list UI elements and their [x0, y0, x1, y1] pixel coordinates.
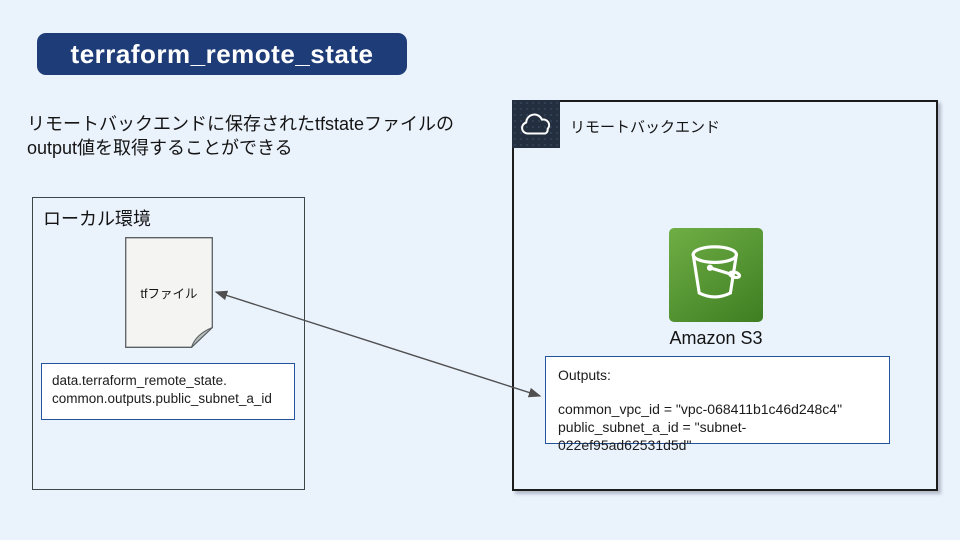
page-title: terraform_remote_state: [70, 38, 374, 69]
outputs-box: Outputs: common_vpc_id = "vpc-068411b1c4…: [545, 356, 890, 453]
title-banner: terraform_remote_state: [37, 33, 407, 75]
local-code-box: data.terraform_remote_state. common.outp…: [41, 363, 295, 420]
description-line: リモートバックエンドに保存されたtfstateファイルの: [27, 114, 455, 134]
document-icon: [125, 237, 213, 348]
tf-file-label: tfファイル: [140, 287, 198, 301]
description-line: output値を取得することができる: [27, 138, 293, 158]
output-line: common_vpc_id = "vpc-068411b1c46d248c4": [558, 401, 843, 417]
s3-bucket-icon: [669, 228, 763, 322]
remote-backend-label: リモートバックエンド: [570, 119, 721, 136]
code-line: data.terraform_remote_state.: [52, 373, 227, 388]
tf-file-document-icon: tfファイル: [125, 237, 213, 348]
remote-backend-box: リモートバックエンド Amazon S3 Outputs: common_vpc…: [512, 100, 938, 491]
cloud-icon: [512, 100, 560, 148]
bucket-icon-glyph: [691, 245, 742, 299]
description-text: リモートバックエンドに保存されたtfstateファイルの output値を取得す…: [27, 112, 454, 160]
cloud-icon-glyph: [521, 113, 551, 135]
local-env-box: ローカル環境 tfファイル data.terraform_remote_stat…: [32, 197, 305, 490]
s3-label: Amazon S3: [669, 328, 763, 348]
output-line: public_subnet_a_id = "subnet-022ef95ad62…: [558, 419, 747, 453]
code-line: common.outputs.public_subnet_a_id: [52, 391, 272, 406]
outputs-title: Outputs:: [558, 367, 611, 383]
local-env-label: ローカル環境: [43, 209, 151, 229]
